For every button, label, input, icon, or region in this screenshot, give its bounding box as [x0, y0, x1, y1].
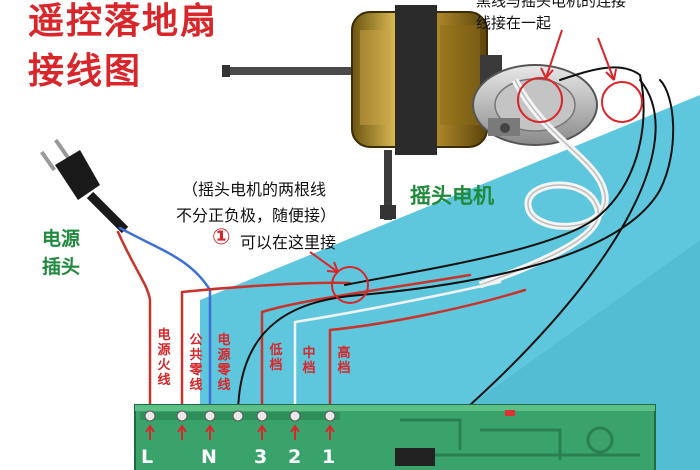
note-line1: （摇头电机的两根线 — [182, 180, 327, 199]
terminal-N: N — [201, 446, 217, 468]
terminal-pads — [144, 410, 336, 440]
wire-label-high: 高档 — [337, 346, 351, 376]
highlight-circle-connection — [331, 266, 369, 304]
wire-label-neutral: 电源零线 — [217, 333, 231, 393]
note-line3: 可以在这里接 — [240, 233, 337, 252]
diagram-title-line1: 遥控落地扇 — [28, 1, 219, 42]
plug-label-line1: 电源 — [42, 228, 81, 250]
highlight-circle-swing-wire — [601, 81, 643, 123]
wire-swing-to-board — [429, 79, 657, 441]
wire-low — [260, 273, 472, 414]
arrow-to-connection — [309, 251, 339, 273]
note-marker: ① — [212, 225, 231, 250]
main-motor — [351, 5, 502, 220]
wire-label-low: 低档 — [269, 343, 283, 373]
highlight-circle-swing-joint — [517, 77, 563, 123]
wire-label-live: 电源火线 — [157, 328, 171, 388]
swing-motor — [472, 64, 598, 146]
wire-common-neutral — [180, 281, 352, 414]
wire-swing-black-2 — [237, 79, 675, 413]
circuit-board — [134, 404, 656, 470]
diagram-title-line2: 接线图 — [28, 51, 143, 92]
wire-label-common-neutral: 公共零线 — [189, 333, 203, 393]
note-line2: 不分正负极，随便接） — [176, 206, 337, 225]
arrow-to-swing-wire — [597, 37, 615, 81]
annotation-top-right-line1: 黑线与摇头电机的连接 — [476, 0, 627, 10]
arrow-to-swing-joint — [545, 29, 563, 79]
terminal-2: 2 — [288, 446, 302, 468]
swing-motor-label: 摇头电机 — [410, 184, 494, 208]
wires — [116, 66, 675, 441]
wire-label-mid: 中档 — [302, 346, 316, 376]
wire-mid — [293, 280, 502, 414]
terminal-L: L — [141, 446, 154, 468]
power-plug — [40, 138, 129, 234]
wire-power-live — [116, 230, 152, 414]
motor-shaft — [226, 67, 366, 75]
wire-swing-black-1 — [344, 66, 645, 286]
wire-high — [328, 288, 527, 414]
annotation-top-right-line2: 线接在一起 — [476, 14, 552, 32]
motor-shaft-tip — [222, 65, 230, 77]
plug-label-line2: 插头 — [42, 256, 81, 278]
terminal-3: 3 — [254, 446, 268, 468]
terminal-1: 1 — [322, 446, 336, 468]
wire-power-neutral — [118, 226, 212, 414]
